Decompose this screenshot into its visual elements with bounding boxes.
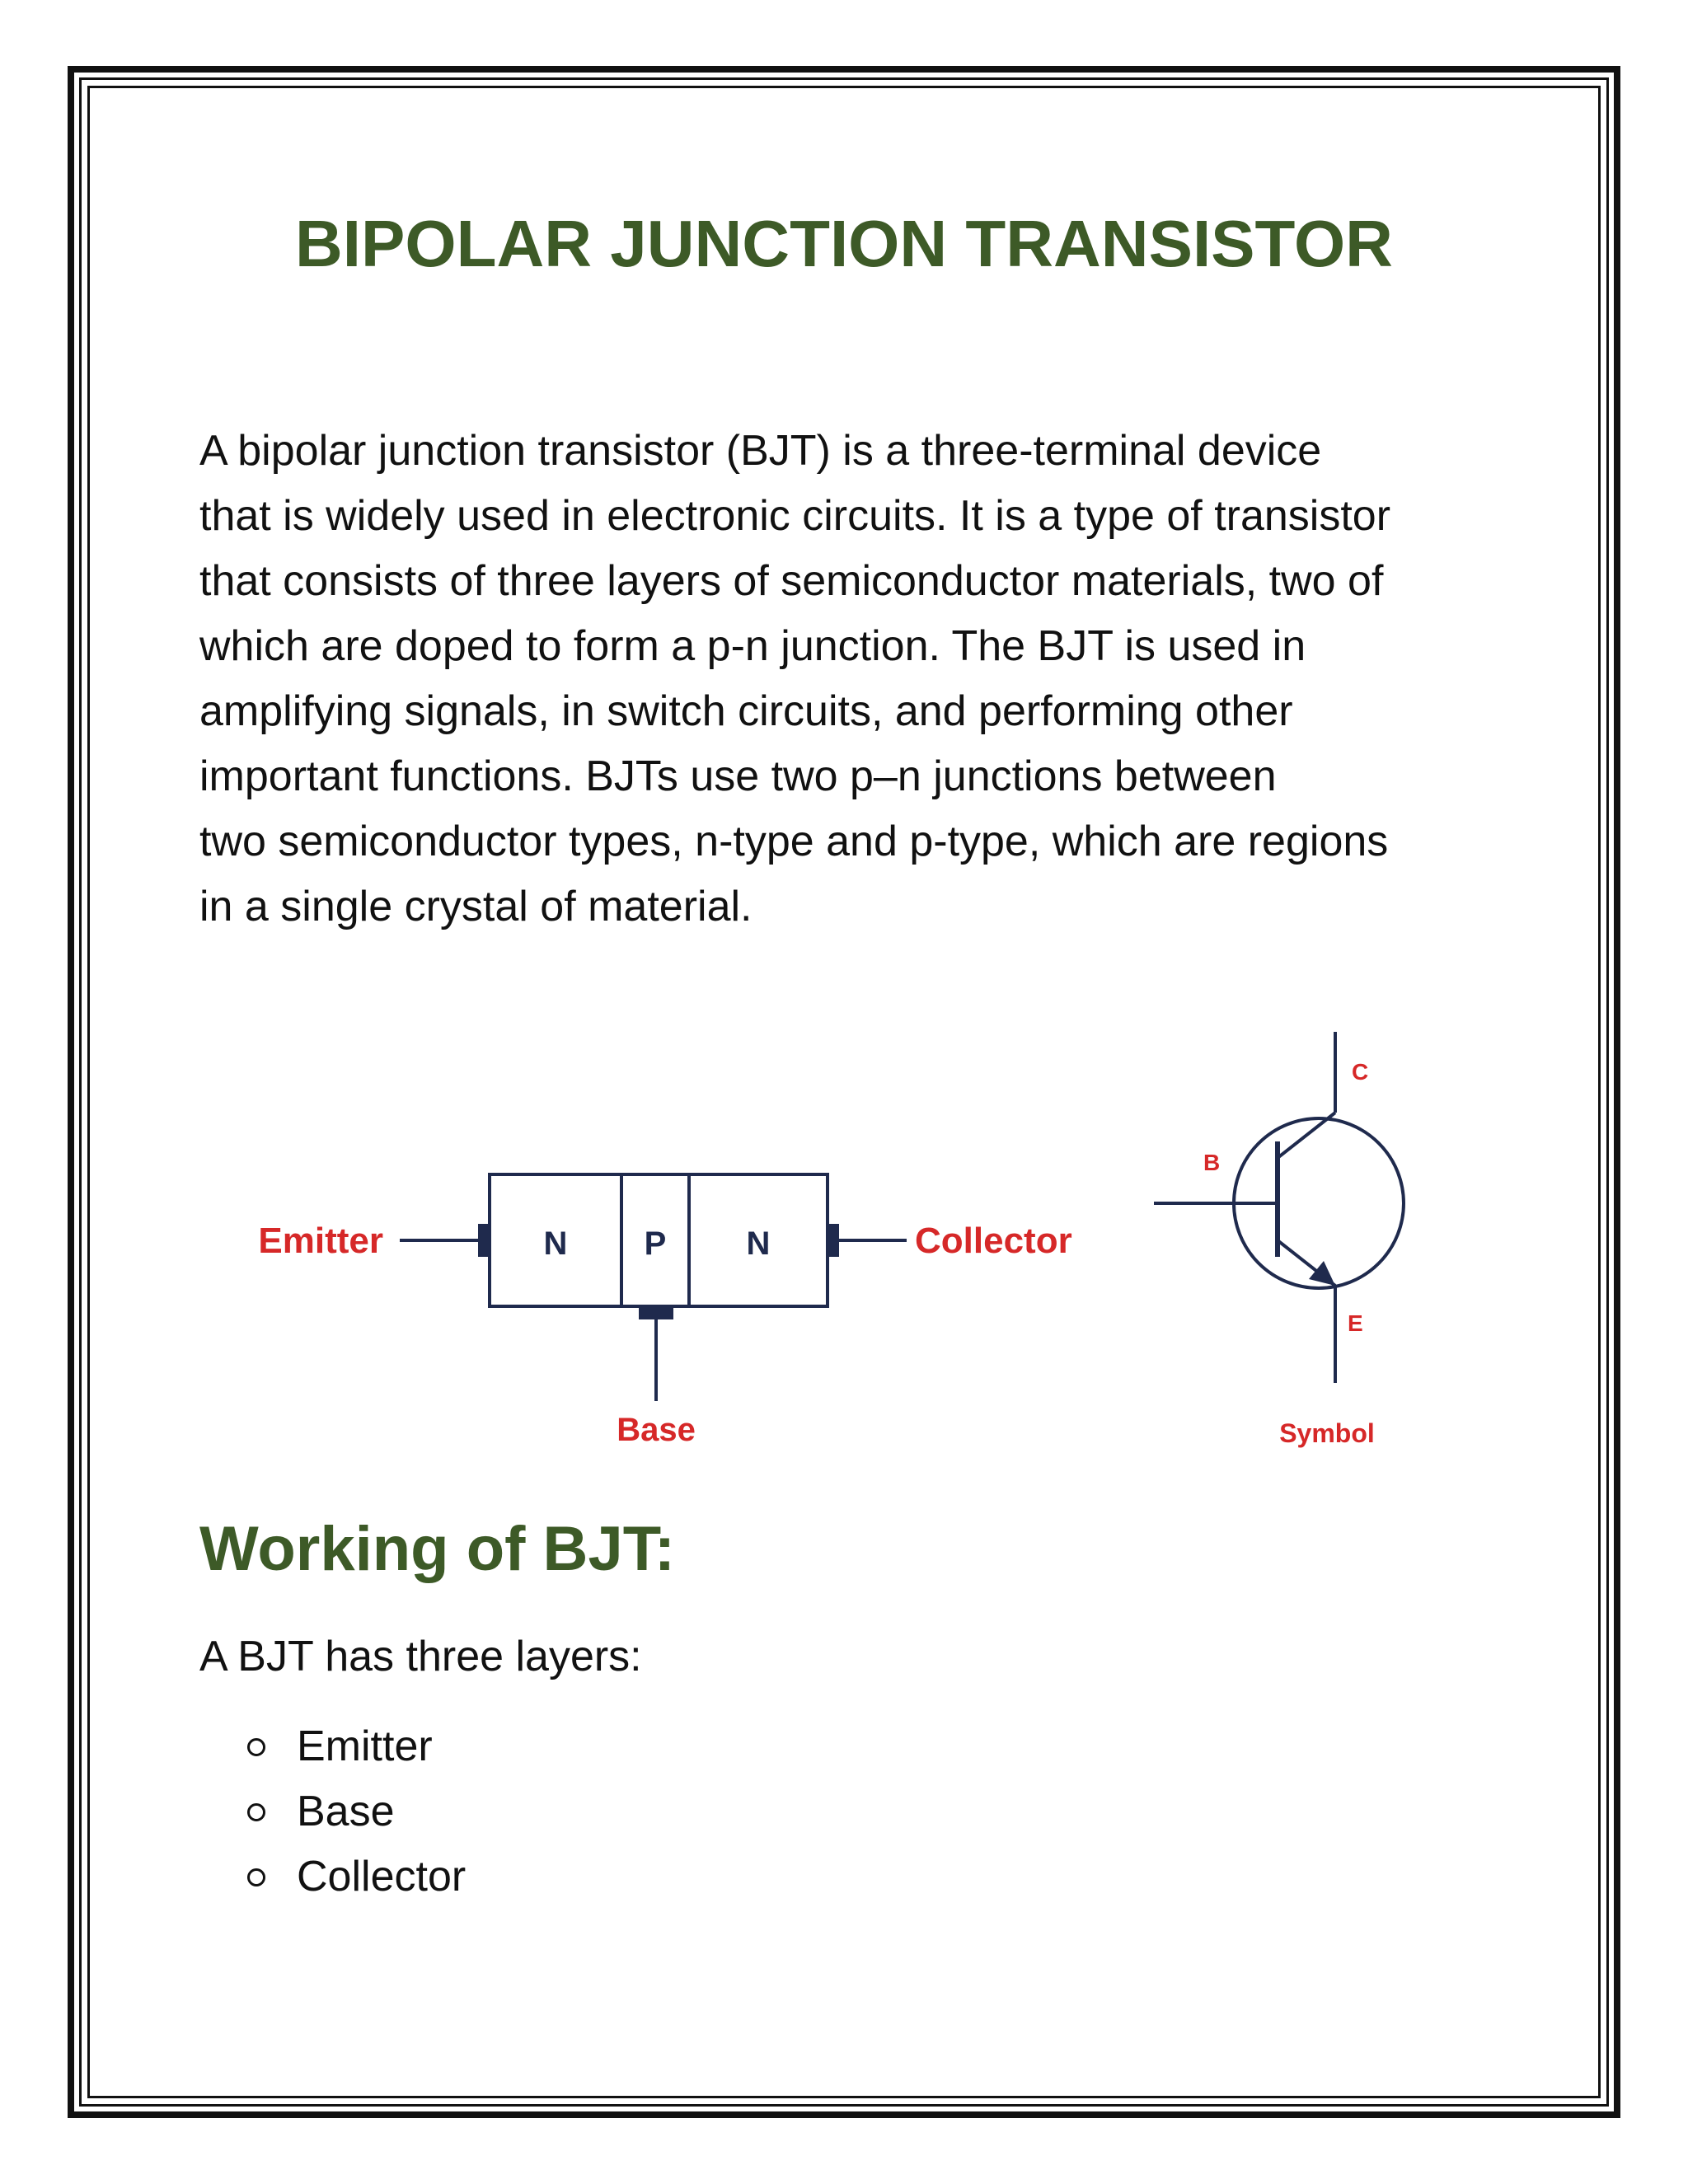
base-label: Base: [617, 1412, 696, 1448]
base-contact: [639, 1306, 673, 1319]
page-border-middle: [79, 77, 1609, 2107]
page-border-outer: [68, 66, 1620, 2118]
region-collector-n: N: [747, 1226, 771, 1262]
list-item-label: Emitter: [297, 1722, 433, 1770]
layer-list: Emitter Base Collector: [247, 1714, 466, 1910]
list-item: Collector: [247, 1844, 466, 1910]
symbol-collector-letter: C: [1352, 1059, 1368, 1085]
page-title: BIPOLAR JUNCTION TRANSISTOR: [295, 207, 1393, 280]
intro-line: two semiconductor types, n-type and p-ty…: [199, 818, 1389, 865]
region-base-p: P: [645, 1226, 667, 1262]
list-item-label: Base: [297, 1788, 395, 1835]
intro-line: which are doped to form a p-n junction. …: [199, 622, 1306, 670]
page-border-inner: [87, 86, 1601, 2098]
symbol-collector-diagonal: [1276, 1111, 1337, 1160]
emitter-label: Emitter: [258, 1221, 383, 1261]
symbol-caption: Symbol: [1279, 1418, 1375, 1448]
section-heading-working: Working of BJT:: [199, 1514, 676, 1584]
intro-line: important functions. BJTs use two p–n ju…: [199, 752, 1277, 800]
intro-line: in a single crystal of material.: [199, 883, 753, 930]
symbol-base-letter: B: [1203, 1150, 1220, 1175]
symbol-emitter-letter: E: [1348, 1310, 1363, 1336]
emitter-contact: [478, 1224, 490, 1257]
circle-bullet-icon: [247, 1802, 265, 1821]
layers-intro-text: A BJT has three layers:: [199, 1633, 642, 1680]
npn-block: [488, 1173, 829, 1308]
symbol-emitter-arrow: [1309, 1261, 1335, 1286]
collector-contact: [828, 1224, 839, 1257]
region-emitter-n: N: [544, 1226, 568, 1262]
intro-line: A bipolar junction transistor (BJT) is a…: [199, 427, 1322, 475]
intro-paragraph: A bipolar junction transistor (BJT) is a…: [199, 419, 1502, 940]
intro-line: that is widely used in electronic circui…: [199, 492, 1391, 540]
npn-symbol: C B E Symbol: [1154, 1032, 1405, 1448]
intro-line: that consists of three layers of semicon…: [199, 557, 1384, 605]
circle-bullet-icon: [247, 1737, 265, 1756]
list-item-label: Collector: [297, 1853, 467, 1900]
collector-label: Collector: [915, 1221, 1072, 1261]
bjt-diagram: N P N Emitter Collector Base C B E Symbo…: [258, 1032, 1405, 1448]
list-item: Emitter: [247, 1714, 466, 1779]
intro-line: amplifying signals, in switch circuits, …: [199, 687, 1293, 735]
npn-block-diagram: N P N Emitter Collector Base: [258, 1173, 1072, 1448]
list-item: Base: [247, 1779, 466, 1844]
circle-bullet-icon: [247, 1868, 265, 1886]
